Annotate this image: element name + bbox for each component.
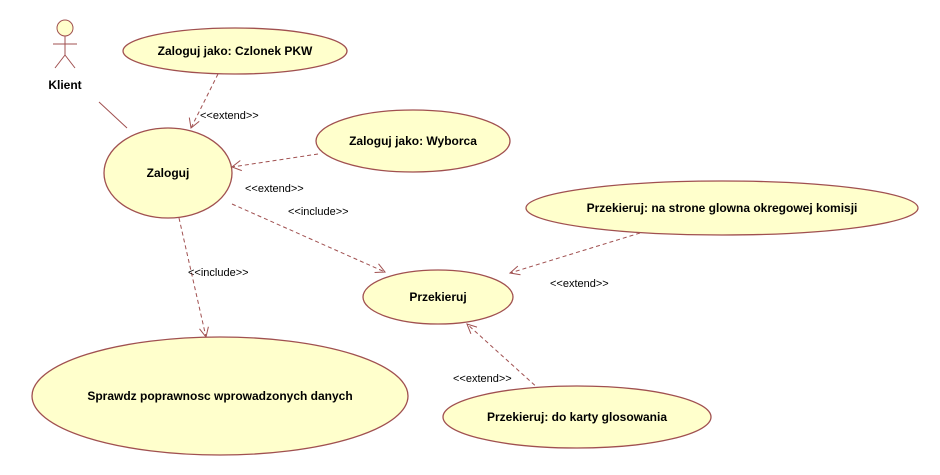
stereotype-label: <<include>> — [188, 267, 249, 279]
use-case-strona-glowna[interactable]: Przekieruj: na strone glowna okregowej k… — [525, 180, 919, 236]
arrowhead — [508, 265, 521, 276]
use-case-label: Zaloguj jako: Czlonek PKW — [158, 44, 313, 58]
arrowhead — [466, 323, 478, 334]
include-zaloguj-to-sprawdz: <<include>> — [178, 217, 249, 339]
stereotype-label: <<extend>> — [245, 183, 304, 195]
dependency-line — [190, 73, 219, 129]
dependency-line — [231, 153, 319, 168]
association-klient-zaloguj — [98, 101, 128, 129]
dependency-line — [178, 217, 207, 338]
use-case-ellipse — [122, 27, 348, 75]
use-case-label: Zaloguj — [147, 166, 190, 180]
include-zaloguj-to-przekieruj: <<include>> — [231, 203, 386, 273]
actor-head — [56, 19, 74, 37]
use-case-ellipse — [31, 336, 409, 456]
use-case-label: Przekieruj: na strone glowna okregowej k… — [587, 201, 858, 215]
extend-karta-to-przekieruj: <<extend>> — [453, 323, 541, 391]
actor-klient[interactable]: Klient — [48, 19, 82, 92]
use-case-ellipse — [362, 269, 514, 325]
actor-left-leg — [54, 54, 66, 69]
extend-czlonek-to-zaloguj: <<extend>> — [188, 73, 259, 129]
use-case-zaloguj[interactable]: Zaloguj — [103, 127, 233, 219]
extend-wyborca-to-zaloguj: <<extend>> — [230, 153, 319, 195]
actor-label: Klient — [48, 78, 81, 92]
use-case-przekieruj[interactable]: Przekieruj — [362, 269, 514, 325]
stereotype-label: <<extend>> — [453, 373, 512, 385]
use-case-wyborca[interactable]: Zaloguj jako: Wyborca — [315, 109, 511, 173]
use-case-label: Przekieruj: do karty glosowania — [487, 410, 667, 424]
stereotype-label: <<extend>> — [550, 278, 609, 290]
arrowhead — [374, 263, 386, 273]
use-case-label: Sprawdz poprawnosc wprowadzonych danych — [87, 389, 352, 403]
dependency-line — [466, 323, 541, 391]
use-case-ellipse — [442, 385, 712, 449]
use-case-ellipse — [315, 109, 511, 173]
use-case-label: Przekieruj — [409, 290, 466, 304]
use-case-karta[interactable]: Przekieruj: do karty glosowania — [442, 385, 712, 449]
actor-right-leg — [64, 54, 76, 69]
use-case-sprawdz[interactable]: Sprawdz poprawnosc wprowadzonych danych — [31, 336, 409, 456]
use-case-ellipse — [103, 127, 233, 219]
use-case-ellipse — [525, 180, 919, 236]
dependency-line — [509, 232, 641, 274]
use-case-label: Zaloguj jako: Wyborca — [349, 134, 477, 148]
stereotype-label: <<extend>> — [200, 110, 259, 122]
arrowhead — [188, 117, 200, 129]
extend-strona-to-przekieruj: <<extend>> — [508, 232, 641, 290]
use-case-czlonek-pkw[interactable]: Zaloguj jako: Czlonek PKW — [122, 27, 348, 75]
stereotype-label: <<include>> — [288, 206, 349, 218]
